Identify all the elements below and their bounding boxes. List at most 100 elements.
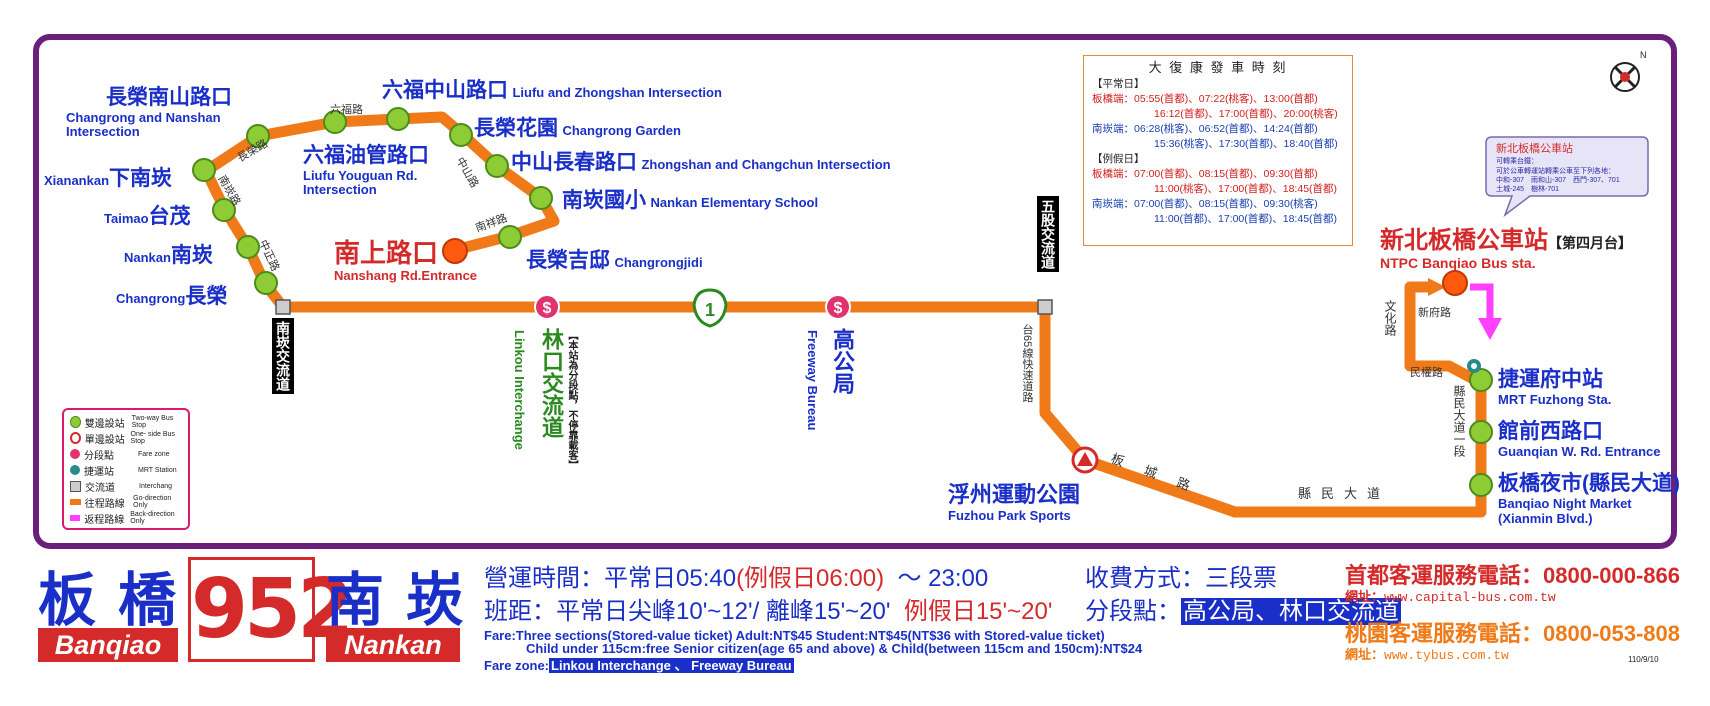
capital-phone: 首都客運服務電話：0800-000-866 — [1345, 563, 1681, 588]
stop-changrong[interactable] — [254, 271, 278, 295]
tybus-url[interactable]: www.tybus.com.tw — [1384, 648, 1509, 663]
label-linkou-zh: 林口交流道 — [539, 328, 564, 438]
label-changrong: Changrong長榮 — [116, 280, 227, 310]
stop-en: Intersection — [303, 182, 377, 197]
stop-zh: 館前西路口 — [1498, 420, 1603, 443]
legend-en: MRT Station — [138, 466, 177, 474]
bubble-line2: 可於公車轉運站轉乘公車至下列各地： — [1496, 166, 1615, 175]
label-linkou-en: Linkou Interchange — [512, 330, 527, 450]
stop-zh: 長榮 — [185, 285, 228, 308]
stop-taimao[interactable] — [212, 198, 236, 222]
headway-label: 班距：平常日尖峰10'~12'/ 離峰15'~20' — [484, 598, 891, 625]
label-guanqian: 館前西路口 Guanqian W. Rd. Entrance — [1498, 420, 1661, 459]
fare-zone-icon — [825, 294, 851, 320]
hours-end: ～ 23:00 — [897, 565, 989, 592]
two-way-stops — [192, 107, 1493, 497]
hours-label: 營運時間：平常日05:40 — [484, 565, 737, 592]
back-line-icon — [70, 515, 81, 521]
legend-zh: 交流道 — [85, 482, 115, 494]
stop-en: Guanqian W. Rd. Entrance — [1498, 444, 1661, 459]
fare-en-1: Fare:Three sections(Stored-value ticket)… — [484, 628, 1105, 643]
legend-en: Two-way Bus Stop — [131, 415, 174, 429]
stop-en: Nankan Elementary School — [650, 195, 819, 210]
stop-en: Nankan — [124, 250, 171, 265]
label-banqiao-night: 板橋夜市(縣民大道) Banqiao Night Market (Xianmin… — [1498, 472, 1680, 526]
legend-zh: 分段點 — [84, 450, 114, 462]
stop-xianankan[interactable] — [192, 158, 216, 182]
label-freeway-en: Freeway Bureau — [805, 330, 820, 431]
stop-zh: 六福油管路口 — [303, 144, 429, 167]
stop-zh: 捷運府中站 — [1498, 368, 1603, 391]
bubble-line1: 可轉乘台鐵： — [1496, 156, 1538, 165]
tybus-url-row: 網址：www.tybus.com.tw — [1345, 644, 1509, 663]
highway-shield-icon — [692, 288, 728, 328]
destination-en: Nankan — [326, 628, 460, 662]
stop-en: (Xianmin Blvd.) — [1498, 511, 1593, 526]
origin-name: 板橋 — [38, 566, 199, 634]
nankan-ic-label: 南崁交流道 — [272, 318, 294, 394]
stop-en: Zhongshan and Changchun Intersection — [641, 157, 891, 172]
stop-changrong-nanshan[interactable] — [246, 124, 270, 148]
stop-banqiao-night[interactable] — [1469, 473, 1493, 497]
stop-zh: 長榮吉邸 — [526, 249, 610, 272]
stop-en: Xianankan — [44, 173, 110, 188]
fare-en-2: Child under 115cm:free Senior citizen(ag… — [526, 641, 1143, 656]
stop-en: Fuzhou Park Sports — [948, 508, 1071, 523]
fare-point-label: 分段點： — [1085, 598, 1181, 625]
mrt-icon — [70, 465, 80, 475]
headway-holiday: 例假日15'~20' — [903, 598, 1053, 625]
stop-en: Changrong — [116, 291, 186, 306]
wugu-interchange-marker — [1037, 299, 1053, 315]
stop-ntpc[interactable] — [1442, 270, 1468, 296]
route-number: 952 — [188, 557, 354, 662]
stop-en: Intersection — [66, 124, 140, 139]
capital-url[interactable]: www.capital-bus.com.tw — [1384, 590, 1556, 605]
road-xianmin: 縣民大道 — [1298, 486, 1390, 501]
legend-en: One- side Bus Stop — [130, 431, 175, 445]
bubble-line3: 中和-307 雨和山-307 西門-307、701 — [1496, 175, 1620, 184]
stop-nankan[interactable] — [236, 235, 260, 259]
timetable-title: 大 復 康 發 車 時 刻 — [1148, 60, 1288, 75]
label-nanshang: 南上路口 Nanshang Rd.Entrance — [334, 238, 477, 283]
svg-text:N: N — [1640, 50, 1647, 60]
stop-en: Banqiao Night Market — [1498, 496, 1632, 511]
ntpc-info-bubble: 新北板橋公車站 可轉乘台鐵： 可於公車轉運站轉乘公車至下列各地： 中和-307 … — [1485, 136, 1649, 218]
stop-liufu-zhongshan[interactable] — [386, 107, 410, 131]
stop-zh: 南上路口 — [334, 238, 439, 268]
stop-changrong-garden[interactable] — [449, 123, 473, 147]
stop-zhongshan-changchun[interactable] — [485, 154, 509, 178]
holiday-banqiao-2: 11:00(桃客)、17:00(首都)、18:45(首都) — [1154, 183, 1338, 195]
label-changrong-garden: 長榮花園 Changrong Garden — [474, 112, 681, 142]
stop-zh: 板橋夜市(縣民大道) — [1498, 472, 1680, 495]
stop-zh: 長榮花園 — [474, 117, 558, 140]
label-fuzhong: 捷運府中站 MRT Fuzhong Sta. — [1498, 368, 1611, 407]
version-date: 110/9/10 — [1628, 655, 1659, 664]
road-minquan: 民權路 — [1410, 366, 1443, 379]
capital-url-row: 網址：www.capital-bus.com.tw — [1345, 586, 1556, 605]
legend-zh: 返程路線 — [84, 514, 125, 526]
label-freeway-zh: 高公局 — [830, 328, 855, 394]
legend-en: Fare zone — [138, 450, 170, 458]
stop-liufu-youguan[interactable] — [323, 110, 347, 134]
stop-fuzhong[interactable] — [1469, 368, 1493, 392]
fare-zone-icon — [70, 449, 80, 459]
legend-fare-zone: 分段點 Fare zone — [70, 446, 182, 462]
stop-nankan-elementary[interactable] — [529, 186, 553, 210]
stop-changrongjidi[interactable] — [498, 225, 522, 249]
legend-en: Back-direction Only — [130, 511, 175, 525]
stop-en: Nanshang Rd.Entrance — [334, 268, 478, 283]
stop-zh: 台茂 — [148, 205, 191, 228]
stop-nanshang[interactable] — [442, 238, 468, 264]
stop-en: Changrong Garden — [562, 123, 681, 138]
bubble-line4: 土城-245 樹林-701 — [1496, 184, 1559, 193]
holiday-banqiao-1: 板橋端：07:00(首都)、08:15(首都)、09:30(首都) — [1092, 168, 1318, 180]
one-way-stop-fuzhou[interactable] — [1071, 446, 1099, 474]
stop-guanqian[interactable] — [1469, 420, 1493, 444]
fare-zone-value: Linkou Interchange 、 Freeway Bureau — [549, 658, 794, 673]
bubble-title: 新北板橋公車站 — [1496, 141, 1573, 155]
capital-url-label: 網址： — [1345, 589, 1385, 604]
tai65-label: 台65線快速道路 — [1021, 324, 1033, 403]
go-line-icon — [70, 499, 81, 505]
origin-en: Banqiao — [38, 628, 178, 662]
dollar-icon: $ — [543, 300, 552, 317]
